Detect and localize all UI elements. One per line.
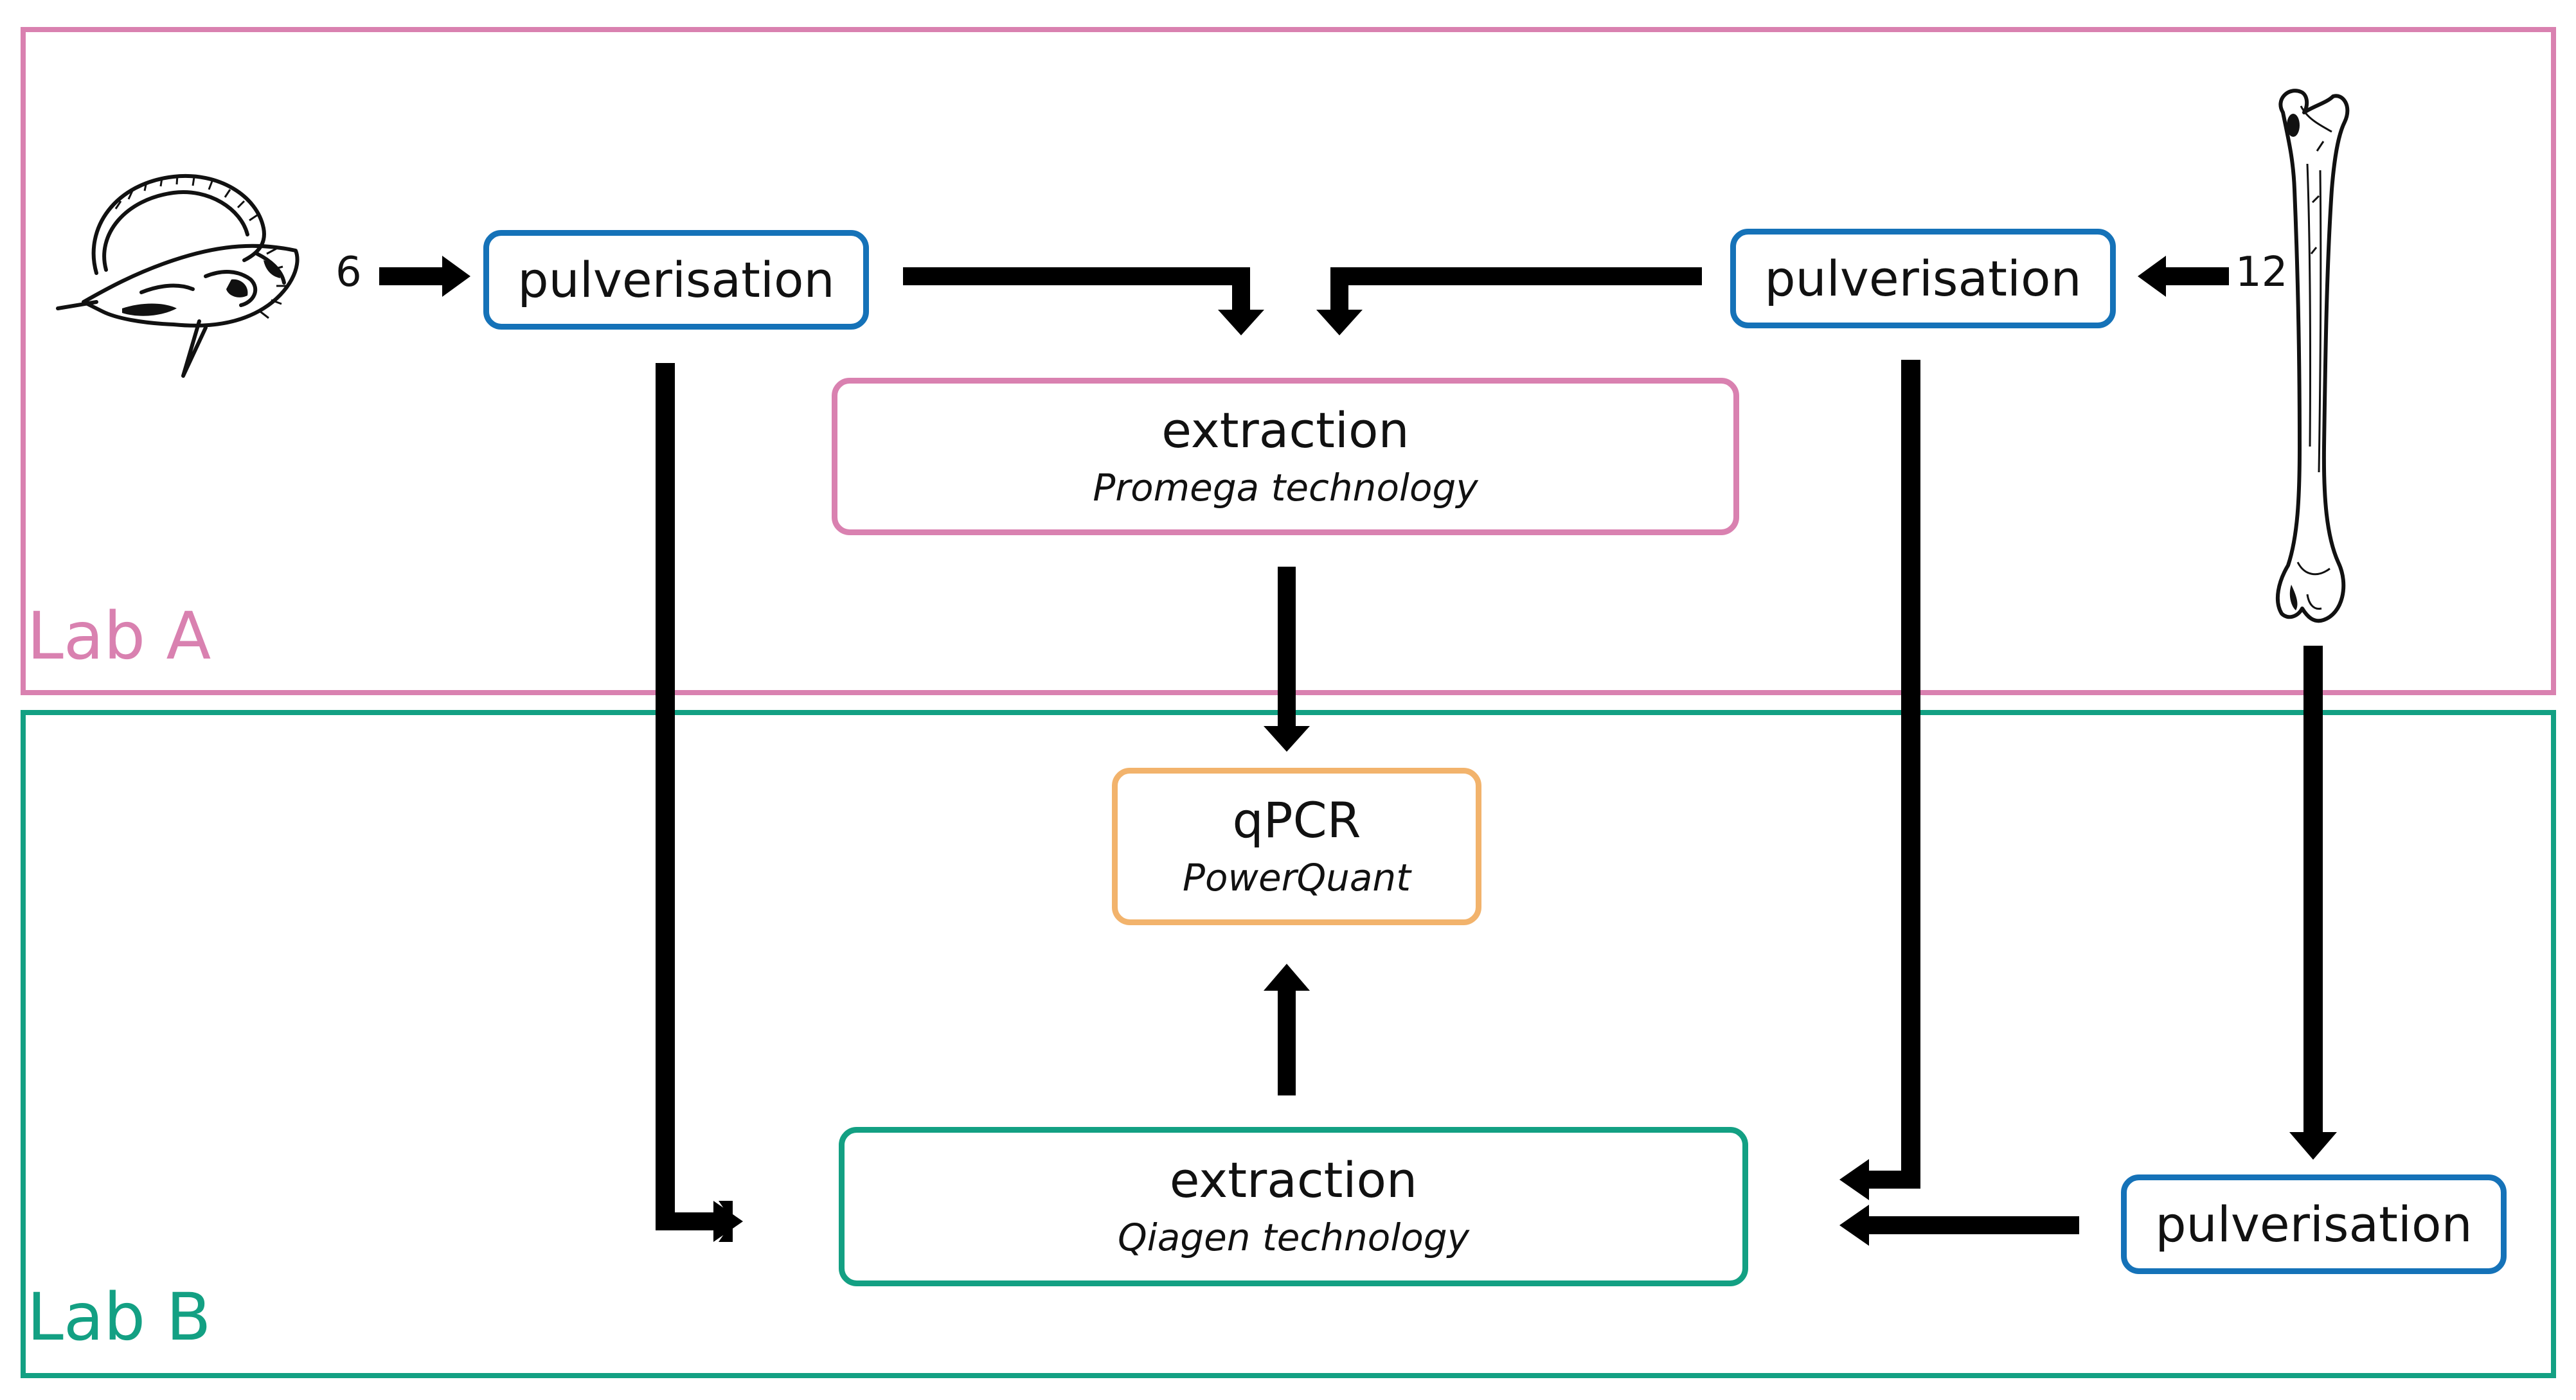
extraction-qiagen-title: extraction <box>1169 1151 1418 1209</box>
arrow-petrous-to-pulverisation-left <box>379 256 470 297</box>
pulverisation-left-node: pulverisation <box>483 230 869 330</box>
arrow-qiagen-to-qpcr <box>1264 964 1310 1095</box>
arrow-promega-to-qpcr <box>1264 567 1310 752</box>
extraction-qiagen-node: extraction Qiagen technology <box>839 1127 1748 1286</box>
extraction-promega-title: extraction <box>1161 401 1409 459</box>
petrous-sample-count: 6 <box>335 249 362 296</box>
lab-b-label: Lab B <box>27 1279 211 1356</box>
pulverisation-left-label: pulverisation <box>517 251 835 308</box>
arrow-pulverisation-left-to-qiagen <box>656 363 743 1242</box>
extraction-promega-node: extraction Promega technology <box>832 378 1739 535</box>
lab-a-label: Lab A <box>27 598 211 675</box>
arrow-femur-to-pulverisation-right <box>2138 256 2229 297</box>
pulverisation-right-label: pulverisation <box>1764 249 2082 307</box>
arrow-pulverisation-bottom-to-qiagen <box>1839 1205 2079 1246</box>
qpcr-subtitle: PowerQuant <box>1183 855 1411 899</box>
extraction-promega-subtitle: Promega technology <box>1093 465 1478 509</box>
arrow-pulverisation-right-to-qiagen <box>1839 360 1920 1200</box>
pulverisation-right-node: pulverisation <box>1730 229 2116 328</box>
pulverisation-bottom-label: pulverisation <box>2155 1195 2473 1253</box>
extraction-qiagen-subtitle: Qiagen technology <box>1117 1216 1470 1260</box>
petrous-bone-icon <box>56 173 300 378</box>
arrow-pulverisation-right-to-promega <box>1316 267 1702 335</box>
qpcr-node: qPCR PowerQuant <box>1112 768 1481 925</box>
femur-bone-icon <box>2276 89 2350 623</box>
pulverisation-bottom-node: pulverisation <box>2121 1174 2507 1274</box>
arrow-femur-to-pulverisation-bottom <box>2289 646 2337 1160</box>
femur-sample-count: 12 <box>2235 249 2288 296</box>
qpcr-title: qPCR <box>1232 791 1361 849</box>
arrow-pulverisation-left-to-promega <box>903 267 1264 335</box>
